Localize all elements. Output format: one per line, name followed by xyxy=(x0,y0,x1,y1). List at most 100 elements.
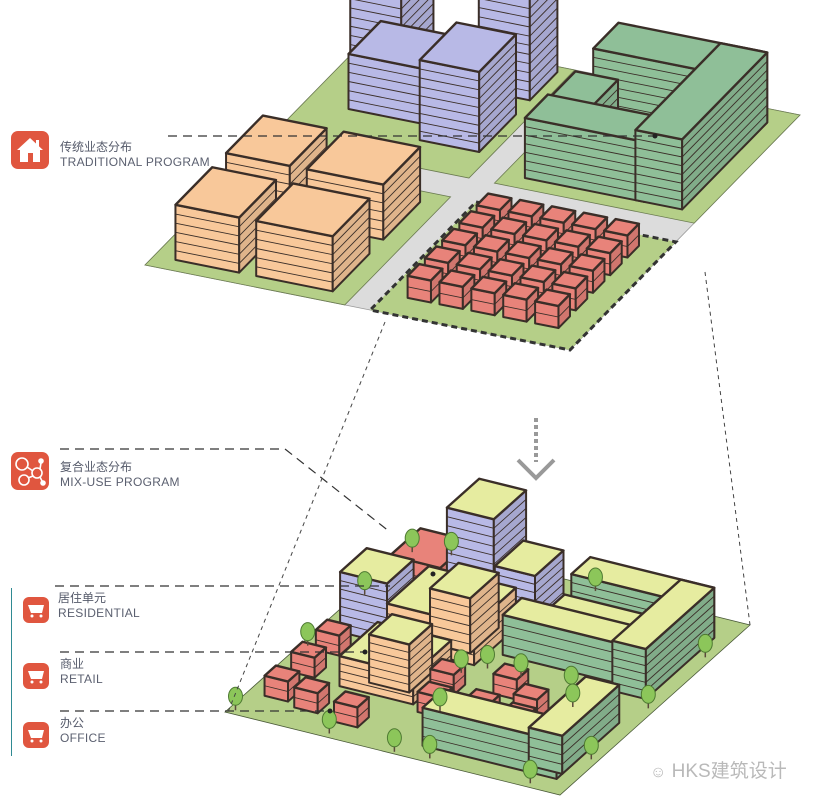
traditional-title-cn: 传统业态分布 xyxy=(60,140,133,154)
floor-line xyxy=(419,105,517,144)
building-roof xyxy=(255,182,371,238)
floor-line xyxy=(635,104,768,193)
building-roof xyxy=(585,235,623,255)
tree-canopy xyxy=(513,653,529,673)
floor-line xyxy=(419,69,517,109)
leader-dot xyxy=(362,649,368,655)
building-roof xyxy=(504,240,542,260)
building-roof xyxy=(507,198,545,218)
tree-canopy xyxy=(587,567,603,587)
building xyxy=(611,578,716,701)
floor-line xyxy=(635,78,768,167)
tree xyxy=(640,684,656,709)
building-roof xyxy=(571,211,609,231)
building-roof xyxy=(539,205,577,224)
floor-line xyxy=(368,655,433,678)
floor-line xyxy=(635,113,768,202)
tree xyxy=(587,567,603,592)
leader-dot xyxy=(430,571,436,577)
building-roof xyxy=(458,210,496,229)
traditional-title-en: TRADITIONAL PROGRAM xyxy=(60,155,210,169)
tree-canopy xyxy=(422,734,438,754)
building-roof xyxy=(224,114,328,168)
building-roof xyxy=(551,270,589,290)
building-roof xyxy=(428,561,500,600)
watermark: ☺ HKS建筑设计 xyxy=(650,756,787,783)
building-roof xyxy=(289,640,328,659)
building-roof xyxy=(455,251,493,271)
floor-line xyxy=(419,96,517,135)
tree xyxy=(432,687,448,711)
floor-line xyxy=(429,609,500,636)
tree-canopy xyxy=(300,622,316,642)
floor-line xyxy=(175,188,277,228)
building-roof xyxy=(536,246,574,266)
cart-icon xyxy=(23,722,49,748)
floor-line xyxy=(446,526,527,556)
building-roof xyxy=(611,578,716,651)
tree-canopy xyxy=(386,728,402,748)
building xyxy=(470,275,508,317)
projection-line-left xyxy=(227,321,386,713)
wechat-icon: ☺ xyxy=(650,764,667,781)
legend-retail: 商业 RETAIL xyxy=(60,657,103,687)
tree-canopy xyxy=(228,686,243,706)
legend-retail-cn: 商业 xyxy=(60,657,85,671)
building-roof xyxy=(568,253,606,272)
floor-line xyxy=(368,663,433,686)
building xyxy=(289,640,328,679)
tree xyxy=(404,528,420,553)
tree-canopy xyxy=(432,687,448,707)
legend-office-cn: 办公 xyxy=(60,716,85,730)
floor-line xyxy=(535,304,571,318)
building xyxy=(174,166,278,274)
traditional-program-label: 传统业态分布 TRADITIONAL PROGRAM xyxy=(60,140,210,170)
building-roof xyxy=(440,227,479,247)
legend-retail-en: RETAIL xyxy=(60,672,103,686)
floor-line xyxy=(478,0,557,28)
floor-line xyxy=(419,60,517,100)
floor-line xyxy=(350,0,420,19)
floor-line xyxy=(635,95,768,184)
tree-canopy xyxy=(563,665,579,685)
floor-line xyxy=(339,568,414,593)
building-roof xyxy=(332,690,371,709)
tree-canopy xyxy=(565,683,581,703)
tree-canopy xyxy=(697,633,713,653)
floor-line xyxy=(446,499,527,529)
building xyxy=(332,690,371,729)
leader-dot xyxy=(652,133,658,139)
floor-line xyxy=(256,207,370,246)
legend-residential-cn: 居住单元 xyxy=(58,591,107,605)
building-roof xyxy=(367,612,434,646)
floor-line xyxy=(446,535,527,565)
building-roof xyxy=(338,546,415,585)
building xyxy=(585,235,623,277)
leader-line-mixuse xyxy=(60,448,391,533)
building-roof xyxy=(263,664,301,683)
floor-line xyxy=(225,137,327,176)
floor-line xyxy=(478,0,548,19)
cart-icon xyxy=(23,663,49,689)
tree xyxy=(300,622,316,646)
building-roof xyxy=(418,21,518,74)
floor-line xyxy=(175,198,277,237)
floor-line xyxy=(429,590,500,618)
building xyxy=(263,664,301,703)
building-roof xyxy=(475,192,513,212)
down-arrow-icon xyxy=(516,458,556,481)
legend-office: 办公 OFFICE xyxy=(60,716,106,746)
building-roof xyxy=(445,477,528,521)
floor-line xyxy=(368,647,433,670)
building-roof xyxy=(553,229,592,248)
floor-line xyxy=(306,155,421,195)
tree-canopy xyxy=(640,684,656,704)
building xyxy=(293,676,331,715)
tree-canopy xyxy=(453,649,469,669)
tree-canopy xyxy=(357,571,373,591)
building xyxy=(634,41,769,211)
tree xyxy=(453,649,469,673)
floor-line xyxy=(446,517,527,547)
building-roof xyxy=(493,539,565,578)
